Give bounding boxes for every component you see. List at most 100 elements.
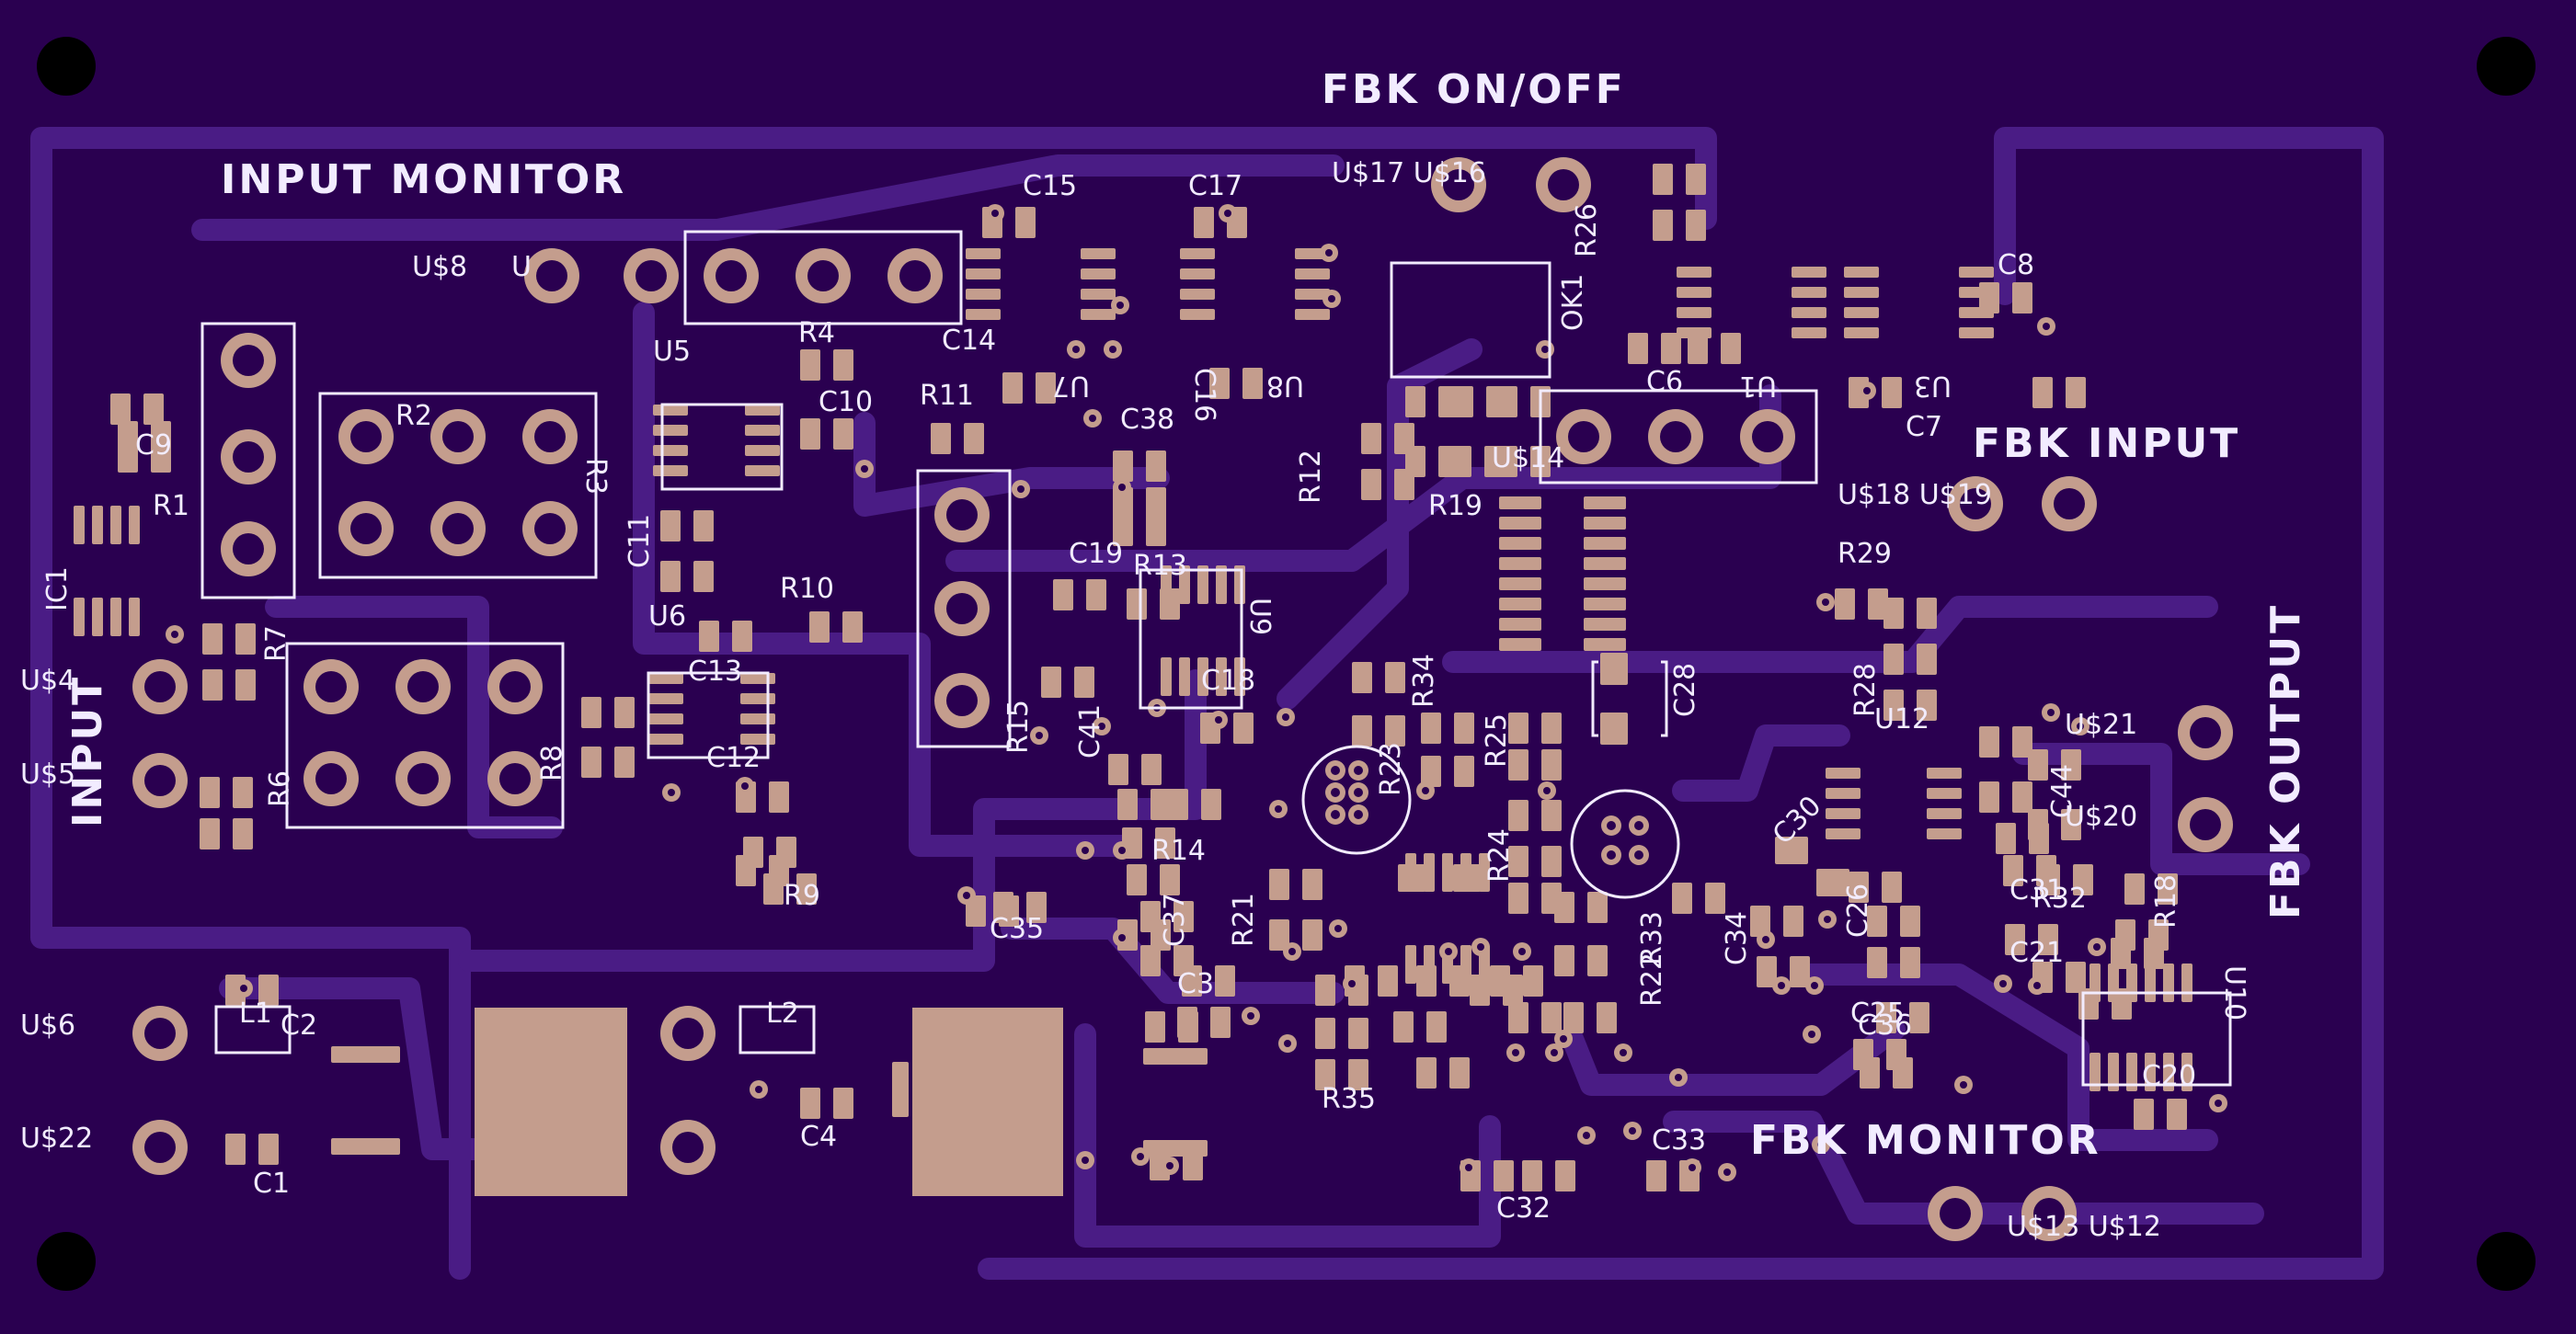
smd-pad [660, 510, 681, 542]
mounting-hole-bottom-left [37, 1232, 96, 1291]
smd-pad [1554, 892, 1574, 923]
refdes-c10: C10 [819, 386, 873, 418]
smd-pad [1705, 883, 1725, 914]
via-drill [1328, 295, 1335, 302]
label-input: INPUT [64, 675, 111, 827]
drill-hole [1660, 421, 1691, 452]
smd-pad [1792, 327, 1826, 338]
header-outline-r15 [916, 469, 1012, 748]
drill-hole [672, 1018, 704, 1049]
smd-pad [1979, 726, 1999, 758]
via-drill [1247, 1012, 1254, 1020]
drill-hole [350, 421, 382, 452]
smd-pad [1816, 869, 1849, 896]
smd-pad [1295, 289, 1330, 300]
smd-pad [745, 425, 780, 436]
via-drill [1629, 1127, 1636, 1134]
smd-pad [648, 693, 683, 704]
refdes-r15: R15 [1002, 700, 1035, 754]
refdes-c33: C33 [1652, 1124, 1706, 1157]
drill-hole [499, 763, 531, 794]
switch-outline-r2 [318, 392, 598, 579]
smd-pad [2163, 963, 2174, 1002]
header-outline-u5 [683, 230, 963, 325]
via-drill [1118, 484, 1126, 491]
smd-pad [1868, 588, 1888, 620]
smd-pad [1876, 1002, 1896, 1033]
smd-pad [1451, 446, 1471, 477]
refdes-c25: C25 [1850, 998, 1905, 1030]
via-drill [2047, 709, 2055, 716]
smd-pad [1361, 469, 1381, 500]
refdes-r1: R1 [153, 490, 189, 522]
smd-pad [1554, 945, 1574, 976]
via-drill [1275, 805, 1282, 813]
smd-pad [1497, 386, 1517, 417]
refdes-c31: C31 [2009, 874, 2064, 906]
drill-hole [946, 685, 978, 716]
smd-pad [693, 561, 714, 592]
drill-hole [2190, 809, 2221, 840]
refdes-u8b: U8 [1266, 370, 1304, 402]
smd-pad [1081, 309, 1116, 320]
smd-pad [1917, 644, 1937, 675]
smd-pad [964, 423, 984, 454]
refdes-c19: C19 [1069, 538, 1123, 570]
smd-pad [1036, 372, 1056, 404]
smd-pad [1161, 657, 1172, 696]
smd-pad [1508, 800, 1528, 831]
smd-pad [1178, 1011, 1198, 1043]
smd-pad [1151, 789, 1171, 820]
smd-pad [1503, 975, 1523, 1006]
smd-pad [732, 621, 752, 652]
drill-hole [144, 1132, 176, 1163]
smd-pad [1393, 1011, 1414, 1043]
smd-pad [1584, 496, 1626, 509]
mounting-hole-top-right [2477, 37, 2536, 96]
smd-pad [1197, 565, 1208, 604]
via-drill [1824, 916, 1831, 923]
smd-pad [1826, 808, 1860, 819]
refdes-r21: R21 [1228, 893, 1260, 947]
refdes-c8: C8 [1998, 249, 2034, 281]
refdes-c32: C32 [1496, 1192, 1551, 1225]
smd-pad [92, 506, 103, 544]
smd-pad [1499, 537, 1541, 550]
refdes-r33: R33 [1636, 911, 1668, 965]
smd-pad [1405, 446, 1425, 477]
smd-pad [833, 418, 853, 450]
smd-pad [1352, 715, 1372, 747]
smd-pad [1584, 598, 1626, 610]
refdes-u6: U6 [648, 600, 686, 633]
drill-hole [1634, 850, 1643, 860]
refdes-c13: C13 [688, 656, 742, 688]
drill-hole [807, 260, 839, 291]
refdes-u3: U3 [1914, 370, 1952, 402]
smd-pad [1315, 975, 1335, 1006]
via-drill [1118, 847, 1126, 854]
refdes-r8: R8 [536, 745, 568, 781]
refdes-c34: C34 [1721, 911, 1753, 965]
smd-pad [653, 445, 688, 456]
via-drill [1288, 948, 1296, 955]
via-drill [1109, 346, 1116, 353]
via-drill [1960, 1081, 1967, 1089]
smd-pad [1959, 267, 1994, 278]
drill-hole [1607, 850, 1616, 860]
via-drill [1817, 1141, 1825, 1148]
smd-pad [1302, 919, 1322, 951]
refdes-r13: R13 [1133, 550, 1187, 582]
smd-pad [1416, 1057, 1437, 1089]
diode-outline-c28 [1591, 660, 1668, 737]
smd-pad [1917, 690, 1937, 721]
refdes-u18-19: U$18 U$19 [1838, 479, 1992, 511]
smd-pad [1844, 327, 1879, 338]
smd-pad [1086, 579, 1106, 610]
drill-hole [315, 671, 347, 702]
drill-hole [144, 671, 176, 702]
smd-pad [1141, 754, 1162, 785]
smd-pad [740, 673, 775, 684]
drill-hole [1354, 810, 1363, 819]
switch-outline-r6 [285, 642, 565, 829]
via-drill [1116, 302, 1124, 309]
